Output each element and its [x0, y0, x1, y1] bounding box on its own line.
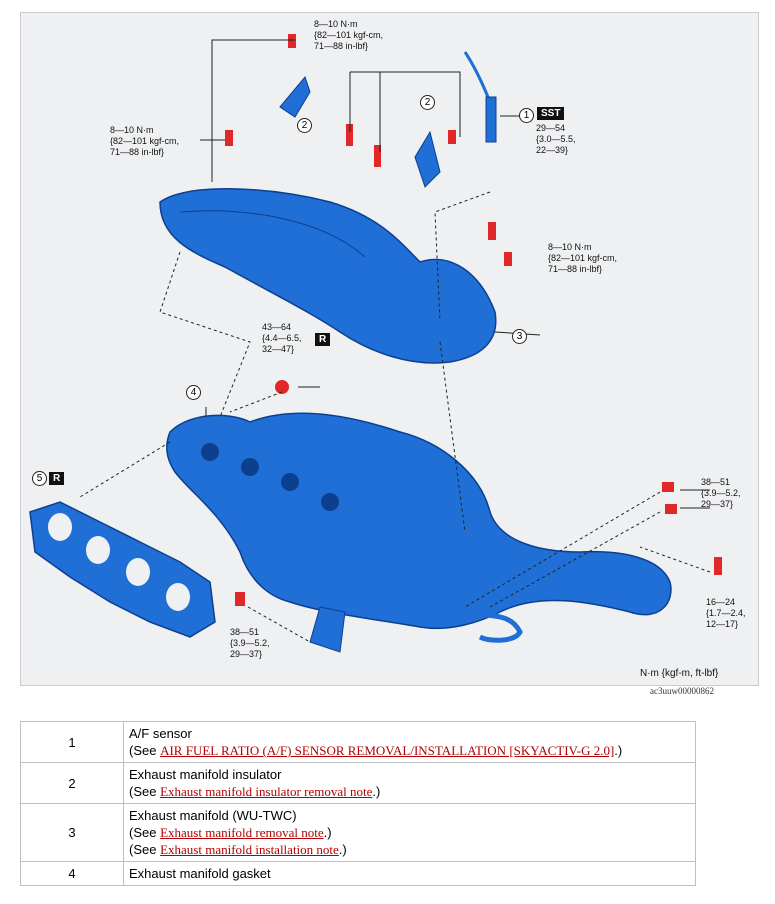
manifold-shape	[165, 412, 672, 630]
reference-link[interactable]: AIR FUEL RATIO (A/F) SENSOR REMOVAL/INST…	[160, 743, 615, 758]
exhaust-manifold-diagram	[29, 34, 722, 653]
torque-label: 29—54 {3.0—5.5, 22—39}	[536, 123, 576, 155]
reference-link[interactable]: Exhaust manifold installation note	[160, 842, 339, 857]
r-tag: R	[49, 472, 65, 485]
torque-label: 8—10 N·m {82—101 kgf-cm, 71—88 in-lbf}	[110, 125, 180, 157]
callout-2: 2	[297, 118, 312, 133]
part-number: 1	[20, 721, 124, 763]
reference-line: (See Exhaust manifold removal note.)	[129, 825, 332, 840]
table-row: 2 Exhaust manifold insulator (See Exhaust …	[20, 762, 696, 804]
part-number: 3	[20, 803, 124, 862]
callout-2: 2	[420, 95, 435, 110]
reference-line: (See Exhaust manifold installation note.…	[129, 842, 347, 857]
part-name: Exhaust manifold gasket	[129, 866, 271, 881]
parts-table: 1 A/F sensor (See AIR FUEL RATIO (A/F) SEN…	[20, 721, 696, 886]
table-row: 4 Exhaust manifold gasket	[20, 861, 696, 886]
table-row: 3 Exhaust manifold (WU-TWC) (See Exhaust m…	[20, 803, 696, 862]
torque-label: 8—10 N·m {82—101 kgf-cm, 71—88 in-lbf}	[548, 242, 618, 274]
sst-tag: SST	[537, 107, 565, 120]
part-description: Exhaust manifold (WU-TWC) (See Exhaust ma…	[123, 803, 696, 862]
torque-label: 38—51 {3.9—5.2, 29—37}	[701, 477, 741, 509]
part-name: Exhaust manifold (WU-TWC)	[129, 808, 297, 823]
reference-line: (See AIR FUEL RATIO (A/F) SENSOR REMOVAL…	[129, 743, 623, 758]
part-name: A/F sensor	[129, 726, 192, 741]
callout-5: 5	[32, 471, 47, 486]
reference-link[interactable]: Exhaust manifold removal note	[160, 825, 324, 840]
callout-3: 3	[512, 329, 527, 344]
insulator-shape	[159, 188, 497, 364]
part-description: Exhaust manifold gasket	[123, 861, 696, 886]
callout-1: 1	[519, 108, 534, 123]
figure-id: ac3uuw00000862	[650, 686, 714, 696]
torque-label: 38—51 {3.9—5.2, 29—37}	[230, 627, 270, 659]
r-tag: R	[315, 333, 331, 346]
torque-label: 8—10 N·m {82—101 kgf-cm, 71—88 in-lbf}	[314, 19, 384, 51]
part-number: 2	[20, 762, 124, 804]
torque-label: 43—64 {4.4—6.5, 32—47}	[262, 322, 302, 354]
part-description: A/F sensor (See AIR FUEL RATIO (A/F) SENS…	[123, 721, 696, 763]
callout-4: 4	[186, 385, 201, 400]
reference-link[interactable]: Exhaust manifold insulator removal note	[160, 784, 373, 799]
table-row: 1 A/F sensor (See AIR FUEL RATIO (A/F) SEN…	[20, 721, 696, 763]
part-name: Exhaust manifold insulator	[129, 767, 282, 782]
reference-line: (See Exhaust manifold insulator removal …	[129, 784, 381, 799]
units-note: N·m {kgf-m, ft-lbf}	[640, 668, 719, 679]
torque-label: 16—24 {1.7—2.4, 12—17}	[706, 597, 746, 629]
part-number: 4	[20, 861, 124, 886]
part-description: Exhaust manifold insulator (See Exhaust m…	[123, 762, 696, 804]
